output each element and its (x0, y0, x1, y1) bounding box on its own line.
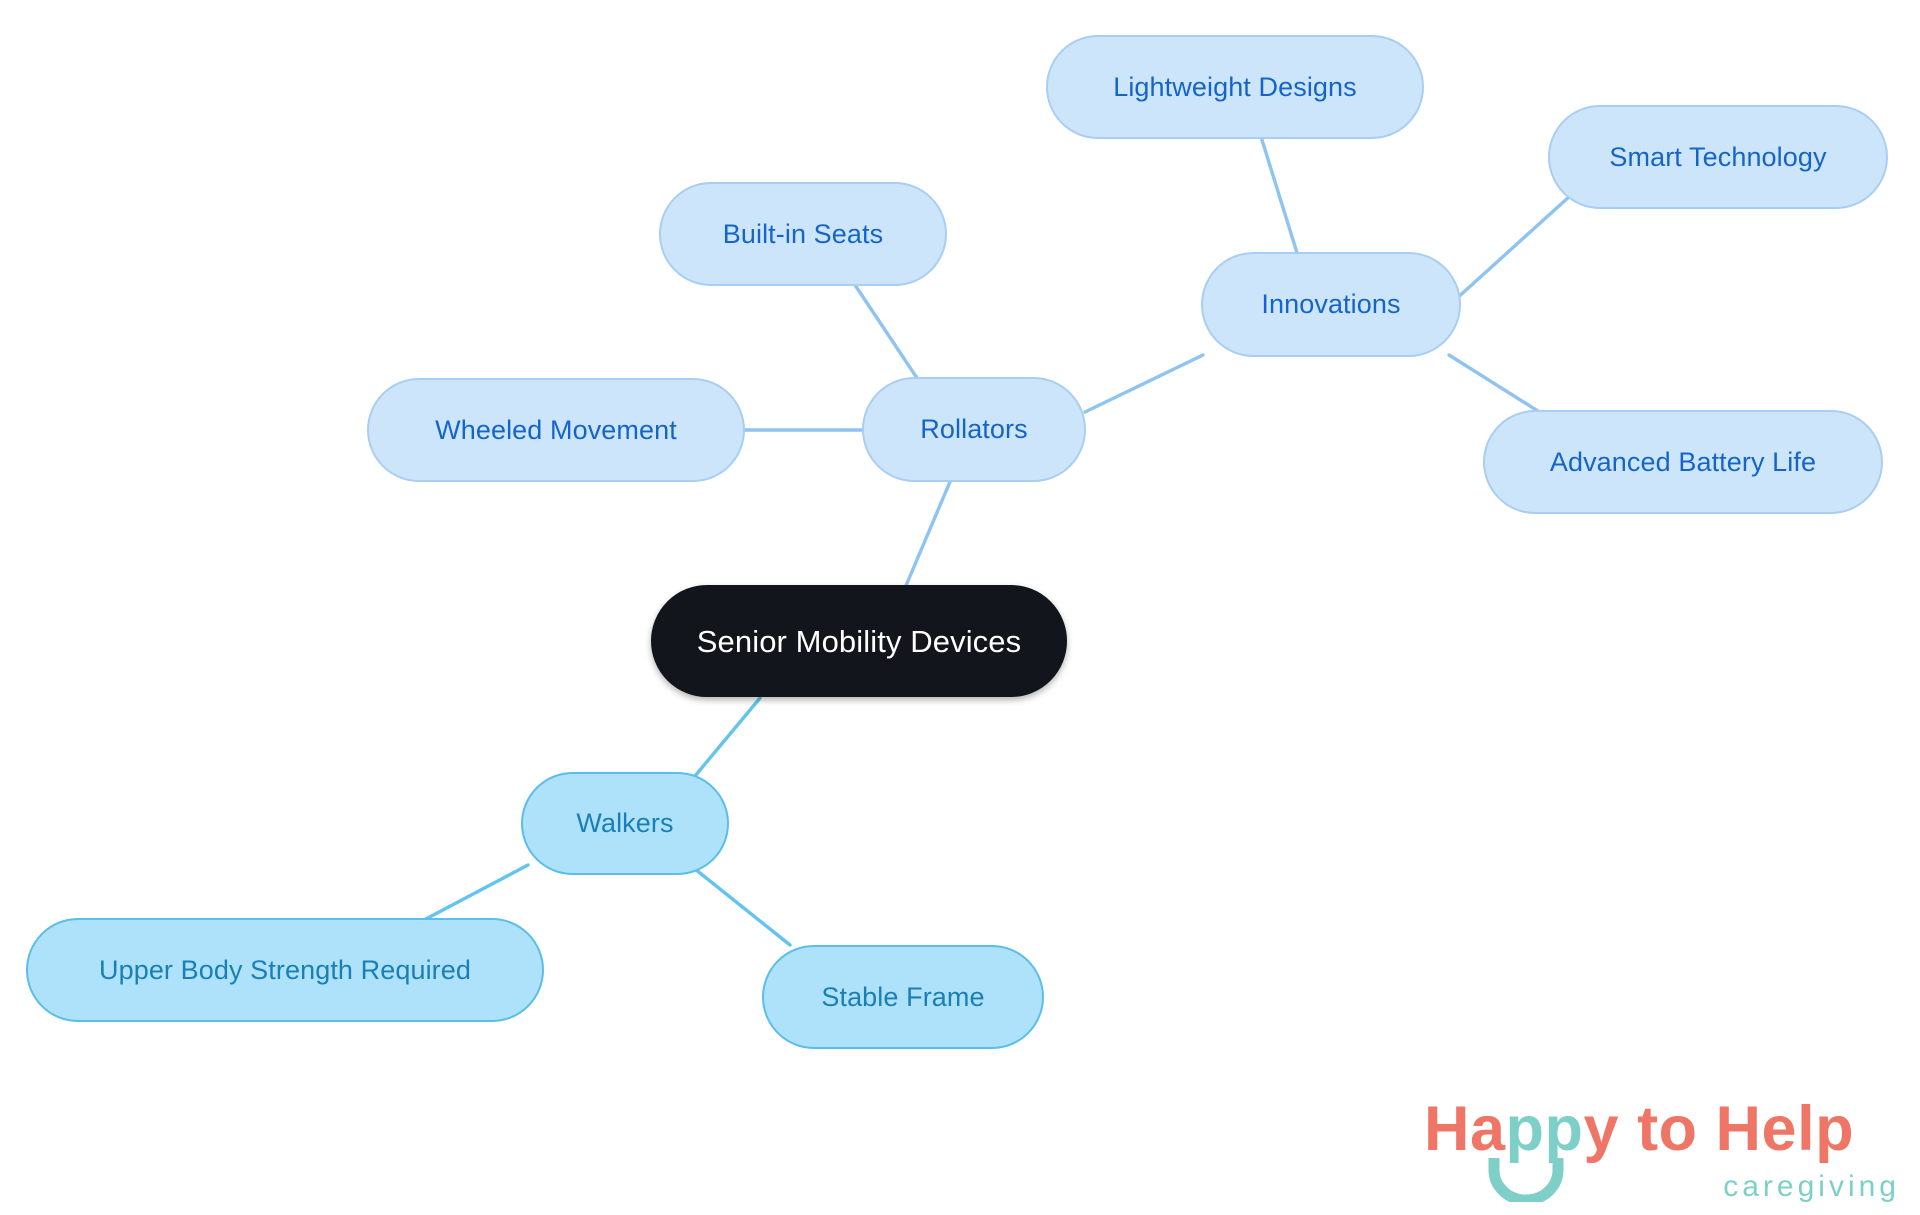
logo-text-ha: Ha (1424, 1094, 1506, 1164)
node-innovations[interactable]: Innovations (1201, 252, 1461, 357)
edge-walkers-upper-body (422, 863, 530, 922)
node-upper-body-strength-required[interactable]: Upper Body Strength Required (26, 918, 544, 1022)
node-rollators[interactable]: Rollators (862, 377, 1086, 482)
node-label: Upper Body Strength Required (98, 954, 472, 985)
logo-text-pp: pp (1505, 1094, 1584, 1164)
edge-rollators-innovations (1083, 353, 1205, 414)
node-label: Stable Frame (821, 981, 985, 1012)
node-smart-technology[interactable]: Smart Technology (1548, 105, 1888, 209)
node-label: Innovations (1261, 289, 1401, 319)
edge-walkers-stable-frame (688, 863, 792, 947)
node-stable-frame[interactable]: Stable Frame (762, 945, 1044, 1049)
node-senior-mobility-devices[interactable]: Senior Mobility Devices (651, 585, 1067, 697)
logo-text-to-help: to Help (1619, 1094, 1855, 1164)
smile-arc-icon (1488, 1158, 1564, 1202)
logo-tagline: caregiving (1723, 1170, 1900, 1203)
happy-to-help-logo: Happy to Help caregiving (1424, 1098, 1904, 1202)
node-advanced-battery-life[interactable]: Advanced Battery Life (1483, 410, 1883, 514)
node-label: Advanced Battery Life (1549, 446, 1817, 477)
node-lightweight-designs[interactable]: Lightweight Designs (1046, 35, 1424, 139)
edge-root-walkers (688, 696, 762, 784)
node-walkers[interactable]: Walkers (521, 772, 729, 875)
edge-innovations-lightweight-designs (1260, 138, 1300, 258)
node-wheeled-movement[interactable]: Wheeled Movement (367, 378, 745, 482)
node-label: Wheeled Movement (435, 414, 677, 445)
node-label: Lightweight Designs (1113, 71, 1357, 102)
node-label: Built-in Seats (722, 218, 884, 249)
node-label: Walkers (576, 808, 674, 838)
logo-text-y: y (1583, 1094, 1620, 1164)
node-label: Smart Technology (1609, 141, 1827, 172)
node-label: Rollators (920, 414, 1028, 444)
node-label: Senior Mobility Devices (696, 623, 1022, 659)
node-built-in-seats[interactable]: Built-in Seats (659, 182, 947, 286)
edge-root-rollators (903, 468, 957, 590)
edge-innovations-smart-technology (1453, 194, 1572, 302)
logo-wordmark: Happy to Help (1424, 1098, 1854, 1161)
edge-rollators-built-seats (853, 283, 927, 392)
